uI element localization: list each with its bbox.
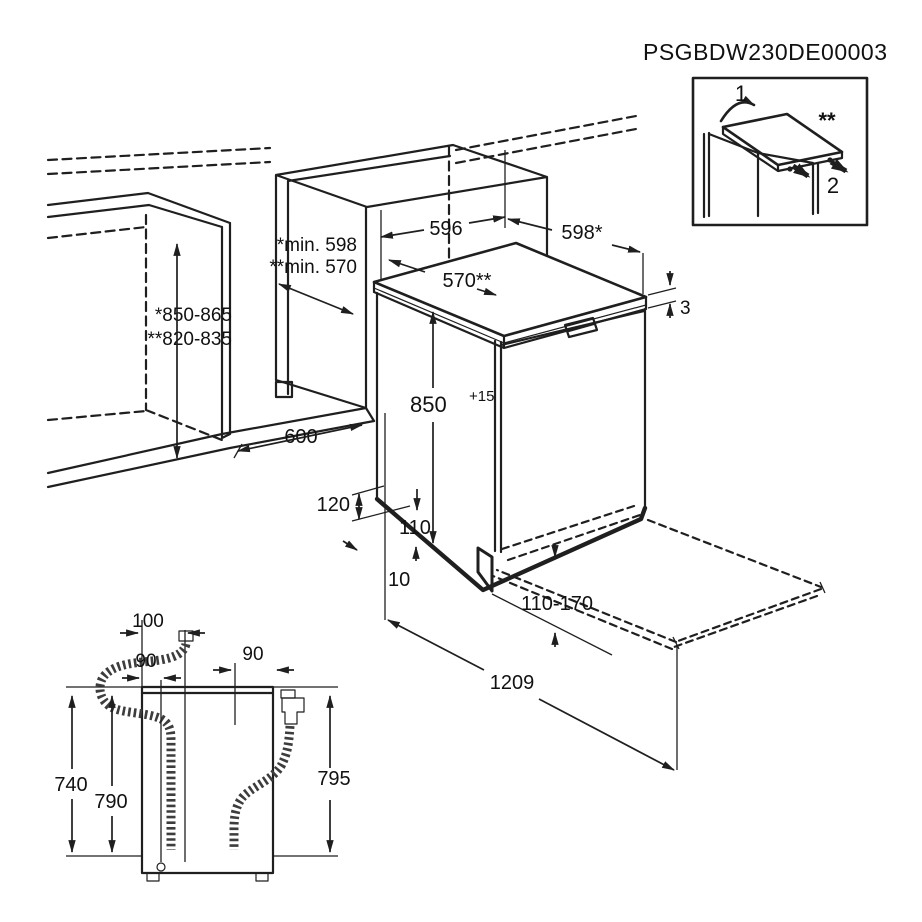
dishwasher-body	[374, 291, 648, 593]
dim-niche-height: *850-865 **820-835	[147, 242, 232, 460]
inlet-connector-cap	[280, 689, 296, 699]
niche-height2-label: **820-835	[147, 329, 232, 350]
worktop-removal-inset: 1 2 **	[691, 76, 869, 227]
dim-740-label: 740	[54, 774, 87, 796]
dim-100: 100	[120, 611, 205, 637]
model-code-label: PSGBDW230DE00003	[643, 39, 888, 65]
worktop-pin	[787, 166, 793, 172]
niche-height1-label: *850-865	[155, 305, 232, 326]
dishwasher	[372, 241, 648, 593]
dim-100-label: 100	[132, 611, 164, 632]
dim-110-170-label: 110-170	[521, 593, 593, 615]
dim-10: 10	[342, 540, 420, 591]
dim-790: 790	[94, 694, 128, 854]
niche-min2-label: **min. 570	[269, 257, 357, 278]
dim-600: 600	[233, 423, 364, 459]
dim-3: 3	[647, 271, 691, 319]
dim-850: 850 +15	[410, 310, 494, 545]
dim-110-label: 110	[399, 517, 431, 539]
dim-795-label: 795	[317, 768, 350, 790]
inset-step1-label: 1	[735, 81, 747, 106]
cord-plug	[156, 862, 166, 872]
dim-740: 740	[54, 694, 88, 854]
dim-570-label: 570**	[443, 270, 492, 292]
dim-596: 596	[379, 150, 507, 280]
table-legs	[702, 131, 820, 219]
slide-arrow-icon	[791, 163, 811, 179]
dim-90-right-label: 90	[242, 644, 263, 665]
dim-850-label: 850	[410, 392, 447, 417]
inset-step2-label: 2	[827, 173, 839, 198]
inset-frame	[691, 76, 869, 227]
dim-110-170: 110-170	[491, 544, 613, 656]
dim-795: 795	[317, 694, 351, 854]
front-foot	[476, 546, 494, 593]
door-handle	[563, 316, 599, 339]
dim-1209-label: 1209	[490, 672, 535, 694]
dim-1209: 1209	[384, 413, 675, 771]
dim-3-label: 3	[680, 298, 691, 319]
open-door-floor-outline	[491, 518, 826, 770]
dim-niche-min: *min. 598 **min. 570	[269, 235, 357, 315]
power-cord	[156, 680, 166, 872]
dim-570: 570**	[387, 259, 498, 296]
niche-min1-label: *min. 598	[277, 235, 357, 256]
inlet-hose	[229, 689, 305, 850]
dim-120: 120	[317, 485, 411, 522]
tilt-arrow-icon	[719, 95, 756, 123]
dim-790-label: 790	[94, 791, 127, 813]
slide-arrow-icon	[829, 158, 849, 174]
dim-90-left: 90	[122, 651, 181, 682]
dim-598: 598*	[506, 218, 644, 294]
dim-598-label: 598*	[561, 222, 602, 244]
dim-120-label: 120	[317, 494, 350, 516]
inset-stars-label: **	[818, 108, 836, 133]
dim-10-label: 10	[388, 569, 410, 591]
rear-view: 100 90 90 740 790 795	[54, 611, 351, 882]
dishwasher-worktop	[372, 241, 648, 350]
tilted-worktop	[721, 112, 844, 173]
dim-850-tol-label: +15	[469, 388, 494, 405]
dim-596-label: 596	[429, 218, 462, 240]
dim-110: 110	[399, 489, 431, 539]
dim-90-right: 90	[213, 644, 294, 674]
dim-90-left-label: 90	[135, 651, 156, 672]
niche-foot	[274, 380, 294, 399]
